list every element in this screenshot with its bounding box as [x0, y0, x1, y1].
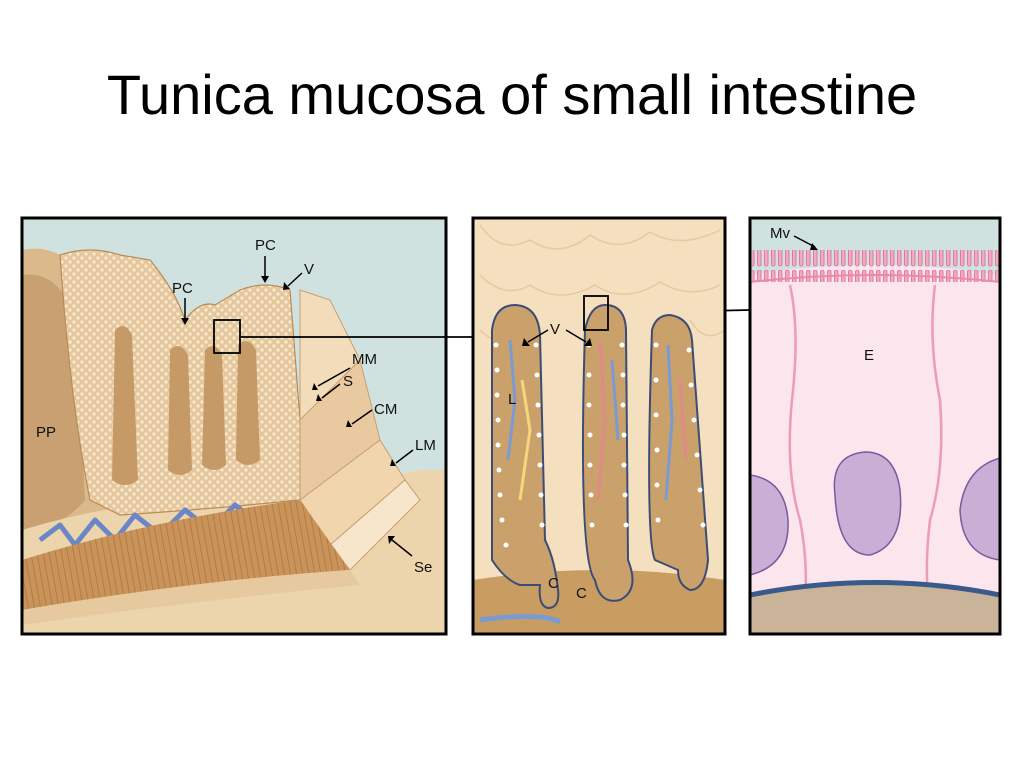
left-panel: PC PC V MM S CM LM Se PP: [20, 216, 448, 636]
left-panel-border: [20, 216, 448, 636]
label-mm: MM: [352, 351, 377, 368]
basement-membrane: [750, 580, 1000, 598]
epithelial-cells: [750, 265, 1000, 600]
nucleus: [833, 451, 902, 556]
label-pc-top: PC: [255, 237, 276, 254]
label-se: Se: [414, 559, 432, 576]
label-cm: CM: [374, 401, 397, 418]
left-arrows: [184, 256, 414, 557]
cell-membranes: [788, 284, 943, 601]
label-lm: LM: [415, 437, 436, 454]
page-title: Tunica mucosa of small intestine: [106, 63, 918, 126]
right-panel: Mv E: [748, 216, 1002, 636]
middle-arrows: [527, 329, 587, 343]
serosa-band: [22, 570, 360, 625]
label-e: E: [864, 347, 874, 364]
muscle-band: [22, 500, 350, 610]
lamina-propria: [750, 582, 1000, 634]
label-l: L: [508, 391, 516, 408]
label-v-left: V: [304, 261, 314, 278]
villi: [491, 303, 710, 610]
label-pp: PP: [36, 424, 56, 441]
label-c1: C: [548, 575, 559, 592]
inset-box-middle: [583, 295, 609, 331]
nucleus: [959, 457, 1000, 561]
right-panel-border: [748, 216, 1002, 636]
villus-vessels: [506, 339, 688, 501]
label-s: S: [343, 373, 353, 390]
villus-core: [168, 346, 192, 475]
middle-panel-border: [471, 216, 727, 636]
villus-core: [112, 326, 138, 485]
label-c2: C: [576, 585, 587, 602]
label-pc-left: PC: [172, 280, 193, 297]
villus-core: [236, 341, 260, 465]
villus-core: [202, 346, 226, 470]
microvilli: [752, 250, 1000, 282]
left-arrowheads: [181, 276, 396, 544]
label-v-middle: V: [550, 321, 560, 338]
nucleus: [750, 474, 789, 576]
middle-panel: V L C C: [471, 216, 727, 636]
label-mv: Mv: [770, 225, 790, 242]
